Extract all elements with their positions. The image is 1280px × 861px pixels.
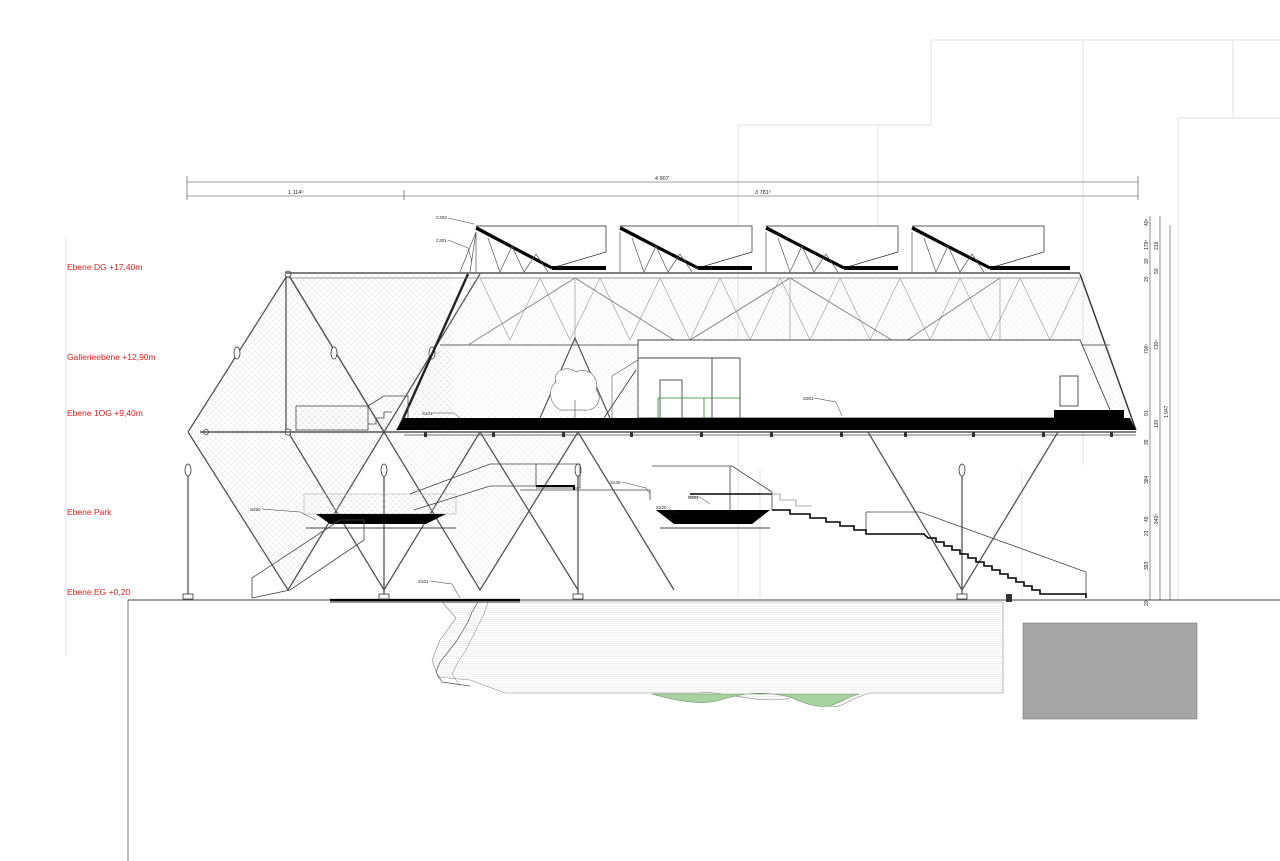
dim-v16: 21 (1144, 530, 1150, 536)
dim-right-segment: 3 781⁵ (755, 189, 771, 196)
lower-structures (251, 463, 1087, 603)
level-label-gallerie: Gallerieebene +12,90m (67, 352, 156, 362)
dim-v12: 39 (1144, 439, 1150, 445)
tag-c402: C402 (436, 215, 447, 220)
ground-block (1022, 622, 1198, 720)
dim-v5: 50 (1154, 268, 1160, 274)
inner-box (603, 339, 1111, 419)
level-label-dg: Ebene DG +17,40m (67, 262, 143, 272)
ground (127, 598, 1280, 861)
main-slab (396, 410, 1136, 437)
dim-left-segment: 1 114⁵ (288, 189, 304, 196)
dim-v14: 49 (1144, 516, 1150, 522)
dim-v10: 130 (1154, 419, 1160, 428)
tag-s101-top: S101 (422, 411, 433, 416)
dim-v15: 840⁵ (1154, 514, 1160, 524)
dim-v4: 30 (1144, 258, 1150, 264)
dim-v6: 20 (1144, 276, 1150, 282)
dim-v18: 20 (1144, 600, 1150, 606)
tag-s220: S220 (656, 505, 667, 510)
level-label-park: Ebene Park (67, 507, 112, 517)
dim-v2: 179⁵ (1144, 240, 1150, 250)
dim-v9: 91 (1144, 410, 1150, 416)
tag-s201: S201 (688, 495, 699, 500)
terrace-left (295, 395, 409, 431)
leader-lines (261, 217, 843, 599)
level-label-eg: Ebene EG +0,20 (67, 587, 131, 597)
dim-v13: 384 (1144, 475, 1150, 484)
dimension-lines (186, 176, 1171, 600)
dim-v11: 1 947 (1164, 405, 1170, 418)
dim-v8: 730⁵ (1154, 340, 1160, 350)
tag-c401: C401 (436, 238, 447, 243)
tag-s301: S301 (803, 396, 814, 401)
dim-total: 4 907 (655, 176, 669, 182)
water-pond (651, 693, 861, 707)
tag-s101-bottom: S101 (418, 579, 429, 584)
dim-v3: 219 (1154, 241, 1160, 250)
tag-s250: S250 (250, 507, 261, 512)
level-label-1og: Ebene 1OG +9,40m (67, 408, 143, 418)
dim-v7: 706⁵ (1144, 344, 1150, 354)
dim-v1: 40⁵ (1144, 218, 1150, 226)
dim-v17: 393 (1144, 561, 1150, 570)
tag-s240: S240 (610, 480, 621, 485)
roof-sawtooth (459, 225, 1070, 273)
vertical-dimensions: 40⁵ 179⁵ 219 30 50 20 706⁵ 730⁵ 91 130 1… (1144, 218, 1170, 606)
